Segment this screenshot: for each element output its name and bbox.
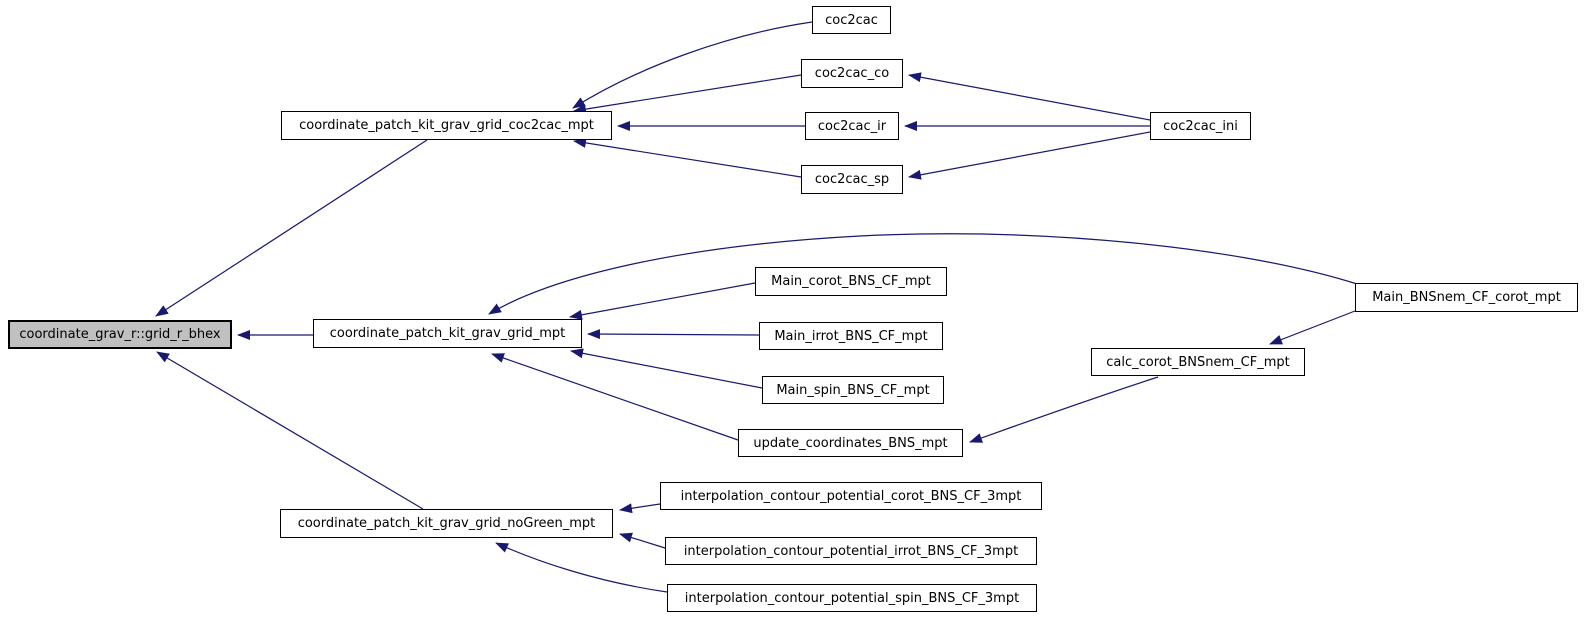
node-interp_spin[interactable]: interpolation_contour_potential_spin_BNS… (667, 584, 1037, 612)
node-coc2cac_co[interactable]: coc2cac_co (801, 59, 903, 88)
node-Main_spin_BNS_CF_mpt[interactable]: Main_spin_BNS_CF_mpt (762, 376, 944, 404)
node-grid_mpt[interactable]: coordinate_patch_kit_grav_grid_mpt (313, 319, 582, 348)
node-Main_irrot_BNS_CF_mpt[interactable]: Main_irrot_BNS_CF_mpt (759, 322, 943, 350)
node-coc2cac_ini[interactable]: coc2cac_ini (1150, 112, 1251, 140)
node-update_coordinates_BNS_mpt[interactable]: update_coordinates_BNS_mpt (738, 429, 963, 457)
node-coc2cac_ir[interactable]: coc2cac_ir (805, 112, 899, 140)
edge-interp_spin-to-noGreen_mpt (495, 542, 668, 593)
node-grid_r_bhex: coordinate_grav_r::grid_r_bhex (8, 320, 232, 349)
edge-coc2cac_ini-to-coc2cac_sp (908, 131, 1151, 180)
edge-coc2cac-to-coc2cac_mpt (572, 21, 813, 109)
edge-Main_irrot_BNS_CF_mpt-to-grid_mpt (587, 329, 760, 340)
edge-Main_BNSnem_CF_corot_mpt-to-grid_mpt (488, 233, 1358, 315)
node-interp_corot[interactable]: interpolation_contour_potential_corot_BN… (660, 482, 1042, 510)
edge-calc_corot_BNSnem_CF_mpt-to-update_coordinates_BNS_mpt (969, 376, 1159, 443)
edge-update_coordinates_BNS_mpt-to-grid_mpt (491, 353, 739, 441)
node-Main_corot_BNS_CF_mpt[interactable]: Main_corot_BNS_CF_mpt (755, 267, 947, 296)
node-coc2cac[interactable]: coc2cac (812, 6, 891, 34)
edge-interp_corot-to-noGreen_mpt (619, 503, 661, 514)
node-noGreen_mpt[interactable]: coordinate_patch_kit_grav_grid_noGreen_m… (280, 509, 613, 538)
edge-noGreen_mpt-to-grid_r_bhex (156, 351, 424, 510)
node-Main_BNSnem_CF_corot_mpt[interactable]: Main_BNSnem_CF_corot_mpt (1355, 283, 1578, 312)
node-calc_corot_BNSnem_CF_mpt[interactable]: calc_corot_BNSnem_CF_mpt (1091, 348, 1305, 376)
node-coc2cac_mpt[interactable]: coordinate_patch_kit_grav_grid_coc2cac_m… (281, 111, 612, 140)
edge-coc2cac_ini-to-coc2cac_co (908, 72, 1151, 121)
edge-coc2cac_mpt-to-grid_r_bhex (155, 139, 428, 317)
edge-Main_corot_BNS_CF_mpt-to-grid_mpt (569, 282, 756, 320)
node-interp_irrot[interactable]: interpolation_contour_potential_irrot_BN… (665, 537, 1037, 565)
edge-Main_spin_BNS_CF_mpt-to-grid_mpt (570, 348, 763, 389)
edge-coc2cac_co-to-coc2cac_mpt (573, 74, 802, 115)
node-coc2cac_sp[interactable]: coc2cac_sp (801, 165, 903, 194)
edge-coc2cac_sp-to-coc2cac_mpt (573, 137, 802, 178)
edge-Main_BNSnem_CF_corot_mpt-to-calc_corot_BNSnem_CF_mpt (1269, 310, 1356, 345)
edge-interp_irrot-to-noGreen_mpt (619, 532, 666, 549)
